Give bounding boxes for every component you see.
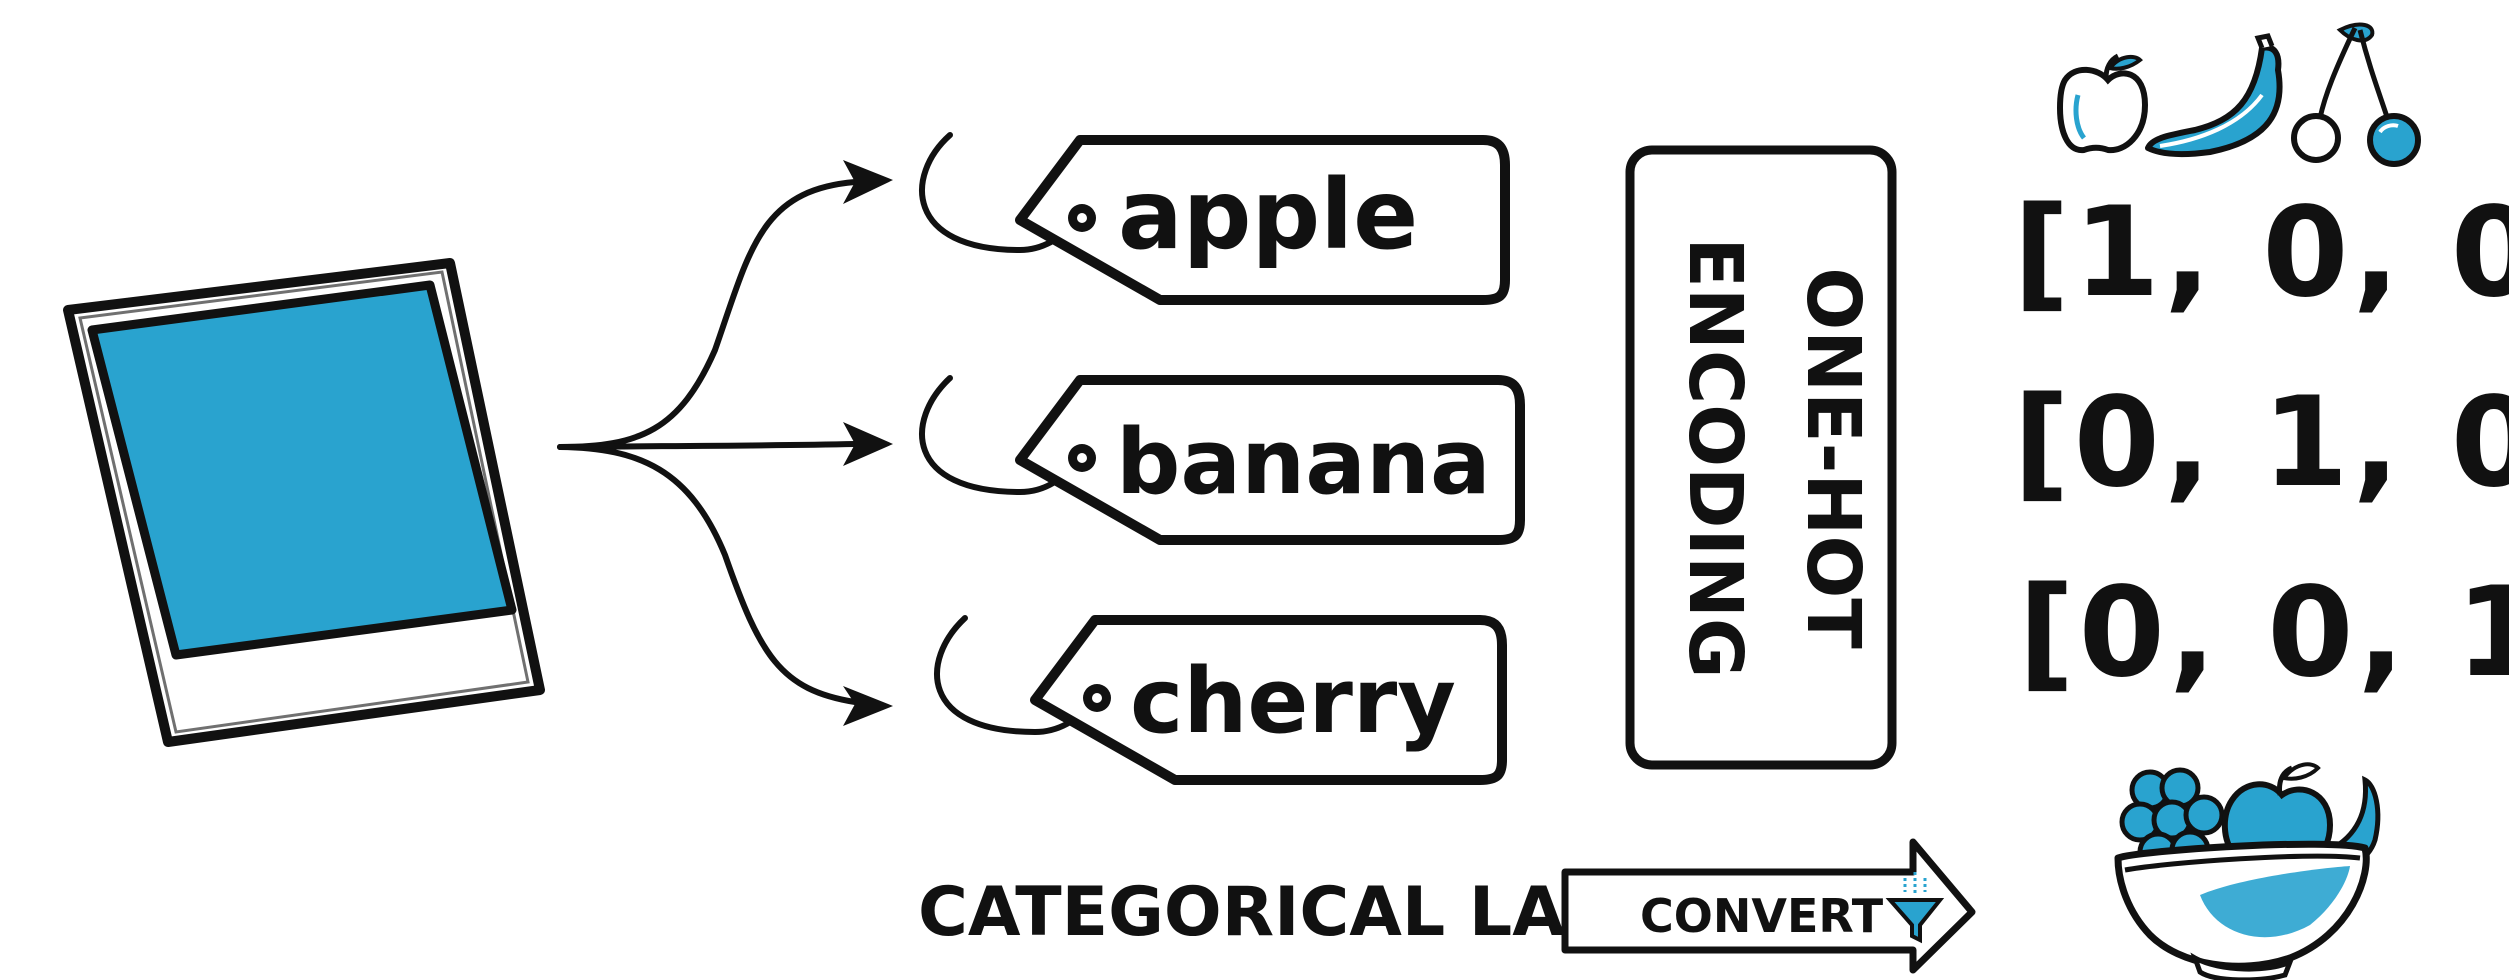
- tag-cherry: cherry: [934, 615, 1507, 785]
- vector-apple: [1, 0, 0]: [2013, 181, 2509, 325]
- branch-arrows: [557, 179, 858, 705]
- one-hot-encoding-box: ONE-HOT ENCODING: [1625, 145, 1897, 770]
- convert-arrow: CONVERT: [1561, 838, 1976, 974]
- encoding-title-line2: ENCODING: [1672, 237, 1758, 678]
- encoding-title-line1: ONE-HOT: [1790, 267, 1876, 649]
- vector-banana: [0, 1, 0]: [2013, 371, 2509, 515]
- tag-apple: apple: [919, 132, 1510, 305]
- tag-banana: banana: [919, 375, 1525, 545]
- label-cherry: cherry: [1130, 649, 1456, 754]
- cherry-icon: [2291, 22, 2421, 167]
- filter-funnel-icon: [1885, 872, 1945, 944]
- label-banana: banana: [1116, 410, 1491, 515]
- arrow-to-cherry: [557, 444, 858, 705]
- arrow-to-apple: [557, 179, 858, 450]
- photo-frame-icon: [63, 258, 545, 747]
- apple-icon: [2056, 53, 2149, 154]
- vector-cherry: [0, 0, 1]: [2018, 561, 2509, 705]
- label-apple: apple: [1118, 159, 1418, 271]
- fruit-bowl-icon: [2114, 762, 2381, 980]
- banana-icon: [2145, 33, 2283, 158]
- arrow-to-banana: [557, 441, 858, 450]
- convert-label: CONVERT: [1640, 889, 1884, 943]
- arrowheads: [843, 160, 893, 726]
